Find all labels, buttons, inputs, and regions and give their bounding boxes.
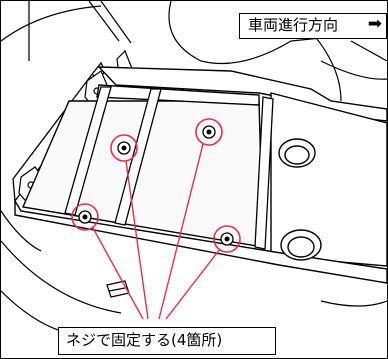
screw-icon bbox=[78, 210, 92, 224]
screw-icon bbox=[220, 232, 234, 246]
screw-highlight-circle bbox=[195, 118, 223, 146]
screw-highlight-circle bbox=[213, 225, 241, 253]
screw-highlights bbox=[71, 118, 241, 253]
right-arrow-icon: ➡ bbox=[367, 14, 382, 34]
screws bbox=[78, 125, 234, 246]
travel-direction-text: 車両進行方向 bbox=[248, 16, 339, 34]
travel-direction-label: 車両進行方向 ➡ bbox=[239, 13, 387, 39]
screw-icon bbox=[117, 141, 131, 155]
tray-body bbox=[14, 66, 387, 284]
clip-icon bbox=[106, 280, 130, 298]
screw-callout-label: ネジで固定する(4箇所) bbox=[58, 327, 276, 355]
screw-highlight-circle bbox=[110, 134, 138, 162]
screw-highlight-circle bbox=[71, 203, 99, 231]
callout-leader-lines bbox=[92, 143, 221, 320]
cup-holders bbox=[278, 138, 322, 261]
screw-callout-text: ネジで固定する(4箇所) bbox=[66, 331, 223, 349]
tray-dividers bbox=[64, 86, 274, 250]
screw-icon bbox=[202, 125, 216, 139]
